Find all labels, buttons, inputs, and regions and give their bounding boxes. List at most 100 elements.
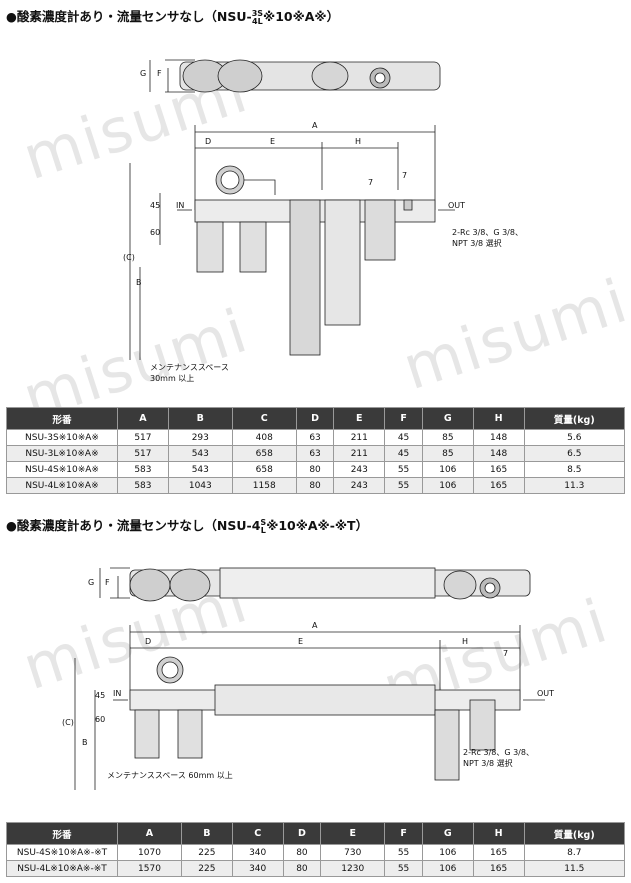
- table-header: E: [333, 407, 386, 430]
- table-row: NSU-3L※10※A※ 517 543 658 63 211 45 85 14…: [6, 445, 626, 462]
- top-view-2: [99, 567, 531, 602]
- table-cell: 408: [231, 429, 297, 446]
- table-row: NSU-4L※10※A※-※T 1570 225 340 80 1230 55 …: [6, 860, 626, 877]
- table-cell: 1570: [117, 860, 182, 877]
- section1-sub-top: 3S: [251, 8, 264, 18]
- drawing-1: A D E H F G B (C) 45 60 7 7 IN OUT 2-Rc …: [123, 59, 523, 383]
- dim-f-1: F: [157, 69, 162, 78]
- table-row: NSU-4S※10※A※ 583 543 658 80 243 55 106 1…: [6, 461, 626, 478]
- dim-f-2: F: [105, 578, 110, 587]
- table-cell: 211: [333, 429, 386, 446]
- table-cell: 106: [421, 461, 474, 478]
- table-cell: 243: [333, 477, 386, 494]
- maint-1a: メンテナンススペース: [150, 363, 229, 372]
- table-row: NSU-4L※10※A※ 583 1043 1158 80 243 55 106…: [6, 477, 626, 494]
- table-cell: 45: [384, 429, 423, 446]
- dim-g-1: G: [140, 69, 146, 78]
- drawing-2: A D E H F G B (C) 45 60 7 IN OUT 2-Rc 3/…: [62, 567, 554, 790]
- table-cell: 1043: [167, 477, 233, 494]
- section2-sub-top: S: [260, 517, 267, 527]
- table-cell: 63: [295, 445, 335, 462]
- table-cell: 8.7: [523, 844, 626, 861]
- table-cell: 225: [180, 844, 233, 861]
- table-cell: NSU-4L※10※A※-※T: [6, 860, 118, 877]
- in-label-1: IN: [176, 201, 184, 210]
- table-cell: 730: [320, 844, 386, 861]
- table-cell: 106: [421, 844, 474, 861]
- table-cell: 85: [421, 429, 474, 446]
- table-cell: 106: [421, 477, 474, 494]
- port-note-1a: 2-Rc 3/8、G 3/8、: [452, 228, 523, 237]
- table-cell: 165: [472, 477, 525, 494]
- dim-c-1: (C): [123, 253, 135, 262]
- table-cell: 6.5: [523, 445, 626, 462]
- dim-7-2: 7: [503, 649, 508, 658]
- table-cell: 1070: [117, 844, 182, 861]
- table-cell: 55: [384, 477, 423, 494]
- table-header: H: [472, 822, 525, 845]
- table-cell: 293: [167, 429, 233, 446]
- maint-1b: 30mm 以上: [150, 374, 194, 383]
- table-cell: 55: [384, 860, 423, 877]
- table-row: NSU-3S※10※A※ 517 293 408 63 211 45 85 14…: [6, 429, 626, 446]
- table-cell: 583: [117, 461, 169, 478]
- table-cell: 148: [472, 429, 525, 446]
- table-header: B: [180, 822, 233, 845]
- table-header: 質量(kg): [523, 822, 626, 845]
- front-view-2: [113, 656, 545, 781]
- table-cell: 80: [295, 477, 335, 494]
- table-cell: 45: [384, 445, 423, 462]
- dim-a-1: A: [312, 121, 318, 130]
- table-header: F: [384, 407, 423, 430]
- table-cell: 340: [231, 860, 284, 877]
- table-cell: 543: [167, 461, 233, 478]
- out-label-1: OUT: [448, 201, 465, 210]
- section1-title-text: ●酸素濃度計あり・流量センサなし（NSU-: [6, 9, 252, 24]
- dim-d-2: D: [145, 637, 151, 646]
- dim-7a-1: 7: [368, 178, 373, 187]
- dim-b-1: B: [136, 278, 142, 287]
- table-header: D: [282, 822, 322, 845]
- dim-60-1: 60: [150, 228, 160, 237]
- table-header: 形番: [6, 407, 118, 430]
- table-cell: 658: [231, 461, 297, 478]
- table-header: H: [472, 407, 525, 430]
- table-header: G: [421, 822, 474, 845]
- dim-h-1: H: [355, 137, 361, 146]
- table-header: E: [320, 822, 386, 845]
- table-header: G: [421, 407, 474, 430]
- dim-g-2: G: [88, 578, 94, 587]
- table-cell: NSU-4S※10※A※-※T: [6, 844, 118, 861]
- dim-45-2: 45: [95, 691, 105, 700]
- table-cell: 80: [295, 461, 335, 478]
- out-label-2: OUT: [537, 689, 554, 698]
- dim-45-1: 45: [150, 201, 160, 210]
- table-cell: 55: [384, 461, 423, 478]
- top-view-1: [149, 59, 441, 93]
- table-cell: 63: [295, 429, 335, 446]
- dim-e-1: E: [270, 137, 275, 146]
- table-cell: 8.5: [523, 461, 626, 478]
- section2-title-tail: ※10※A※-※T）: [266, 518, 369, 533]
- in-label-2: IN: [113, 689, 121, 698]
- table-header: C: [231, 822, 284, 845]
- table-header: F: [384, 822, 423, 845]
- table-cell: NSU-4S※10※A※: [6, 461, 118, 478]
- table-cell: 148: [472, 445, 525, 462]
- table-cell: 211: [333, 445, 386, 462]
- table-cell: 1158: [231, 477, 297, 494]
- table-header: D: [295, 407, 335, 430]
- table-header: A: [117, 822, 182, 845]
- table-cell: 517: [117, 445, 169, 462]
- dim-e-2: E: [298, 637, 303, 646]
- table-cell: 80: [282, 860, 322, 877]
- front-view-1: [177, 165, 455, 356]
- table-cell: 106: [421, 860, 474, 877]
- table-header: A: [117, 407, 169, 430]
- dim-c-2: (C): [62, 718, 74, 727]
- section1-sub-bottom: 4L: [252, 16, 263, 26]
- table-header: C: [231, 407, 297, 430]
- spec-table-2: 形番 A B C D E F G H 質量(kg) NSU-4S※10※A※-※…: [6, 822, 626, 877]
- table-header: 形番: [6, 822, 118, 845]
